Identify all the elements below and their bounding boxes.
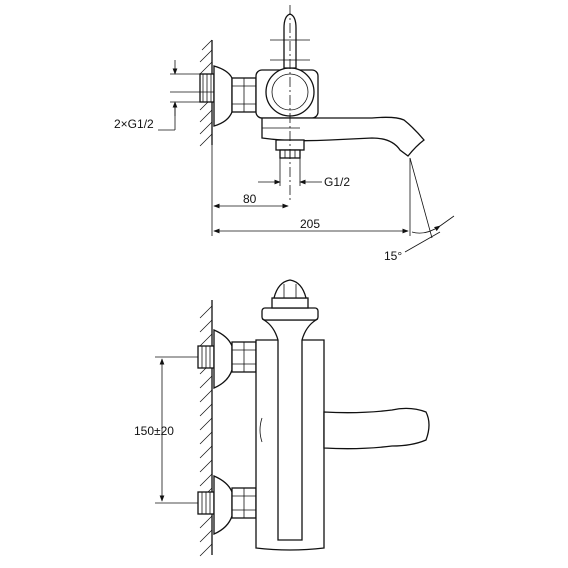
front-wall (199, 300, 213, 557)
top-diverter-body (255, 67, 319, 119)
top-inlet-thread (199, 73, 215, 103)
front-lower-inlet (197, 475, 257, 535)
front-spout (323, 407, 430, 450)
total-projection-label: 205 (300, 217, 320, 231)
wall-to-axis-label: 80 (243, 192, 257, 206)
outlet-thread-label: G1/2 (324, 175, 350, 189)
spout-angle-label: 15° (384, 249, 402, 263)
front-view: 150±20 (134, 279, 430, 557)
inlet-thread-dimension: 2×G1/2 (114, 60, 200, 131)
inlet-thread-label: 2×G1/2 (114, 117, 154, 131)
front-diverter-column (261, 319, 319, 541)
top-connector-nut (231, 77, 257, 113)
inlet-spacing-dimension: 150±20 (134, 356, 198, 504)
outlet-thread-dimension: G1/2 (258, 158, 350, 189)
top-escutcheon (213, 65, 233, 127)
top-view: 2×G1/2 G1/2 80 205 15° (114, 5, 455, 263)
front-upper-inlet (197, 329, 257, 389)
inlet-spacing-label: 150±20 (134, 424, 174, 438)
total-projection-dimension: 205 (213, 158, 411, 236)
wall-to-axis-dimension: 80 (211, 145, 289, 236)
top-spout (261, 116, 425, 157)
front-diverter-knob (261, 279, 319, 321)
spout-angle-dimension: 15° (384, 157, 455, 263)
